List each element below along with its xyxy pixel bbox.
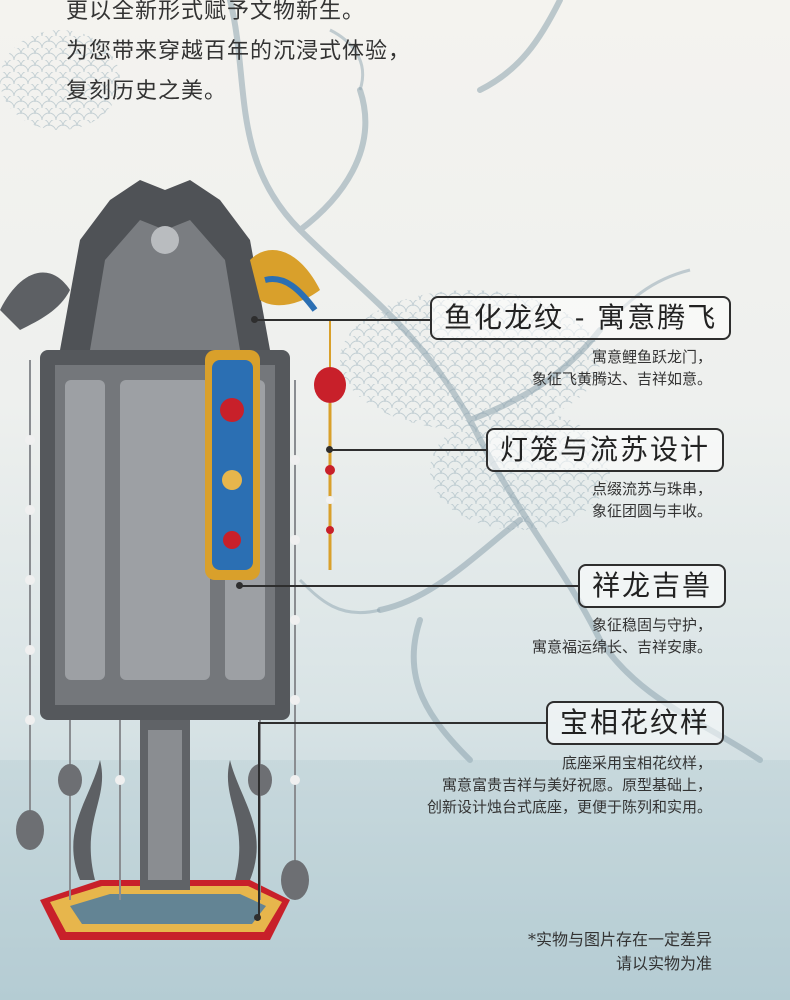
leader-line-2 (330, 449, 488, 451)
feature-desc-1: 寓意鲤鱼跃龙门， 象征飞黄腾达、吉祥如意。 (532, 346, 712, 390)
intro-line-2: 为您带来穿越百年的沉浸式体验， (66, 39, 412, 64)
lantern-product-image (0, 180, 346, 940)
leader-line-1 (255, 319, 430, 321)
leader-dot-4 (254, 914, 261, 921)
leader-dot-3 (236, 582, 243, 589)
feature-desc-2: 点缀流苏与珠串， 象征团圆与丰收。 (592, 478, 712, 522)
feature-desc-4-line-2: 寓意富贵吉祥与美好祝愿。原型基础上， (441, 776, 712, 794)
intro-line-3: 复刻历史之美。 (66, 79, 228, 104)
feature-title-4: 宝相花纹样 (546, 701, 725, 745)
leader-line-4 (258, 722, 548, 724)
feature-title-3: 祥龙吉兽 (578, 564, 727, 608)
feature-desc-2-line-2: 象征团圆与丰收。 (591, 502, 712, 520)
disclaimer-line-2: 请以实物为准 (615, 954, 712, 973)
feature-desc-3: 象征稳固与守护， 寓意福运绵长、吉祥安康。 (532, 614, 712, 658)
leader-dot-2 (326, 446, 333, 453)
feature-desc-1-line-2: 象征飞黄腾达、吉祥如意。 (531, 370, 712, 388)
feature-desc-4: 底座采用宝相花纹样， 寓意富贵吉祥与美好祝愿。原型基础上， 创新设计烛台式底座，… (427, 752, 712, 818)
feature-desc-4-line-1: 底座采用宝相花纹样， (561, 754, 712, 772)
feature-desc-4-line-3: 创新设计烛台式底座，更便于陈列和实用。 (426, 798, 712, 816)
intro-line-1: 更以全新形式赋予文物新生。 (66, 0, 366, 24)
leader-dot-1 (251, 316, 258, 323)
feature-desc-3-line-1: 象征稳固与守护， (591, 616, 712, 634)
feature-desc-2-line-1: 点缀流苏与珠串， (591, 480, 712, 498)
disclaimer-line-1: *实物与图片存在一定差异 (527, 930, 712, 949)
feature-title-1: 鱼化龙纹 - 寓意腾飞 (430, 296, 732, 340)
leader-line-3 (240, 585, 580, 587)
intro-text: 更以全新形式赋予文物新生。 为您带来穿越百年的沉浸式体验， 复刻历史之美。 (66, 0, 411, 112)
leader-vertical-4 (258, 722, 260, 918)
feature-desc-1-line-1: 寓意鲤鱼跃龙门， (591, 348, 712, 366)
disclaimer: *实物与图片存在一定差异 请以实物为准 (528, 928, 712, 976)
feature-title-2: 灯笼与流苏设计 (486, 428, 725, 472)
feature-desc-3-line-2: 寓意福运绵长、吉祥安康。 (531, 638, 712, 656)
